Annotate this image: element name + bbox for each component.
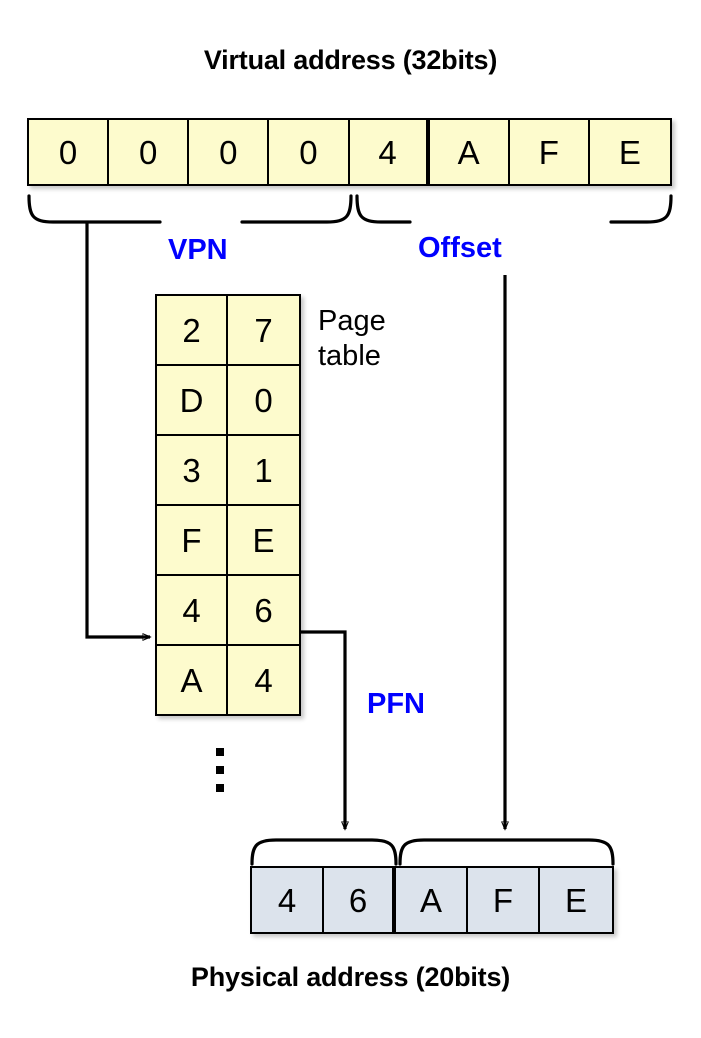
offset-brace-icon	[355, 194, 673, 224]
page-table-row-selected: 4 6	[157, 576, 299, 646]
virtual-address-cell-6: F	[509, 120, 590, 184]
page-table: 2 7 D 0 3 1 F E 4 6 A 4	[155, 294, 301, 716]
virtual-address-cell-2: 0	[189, 120, 270, 184]
physical-address-cell-2: A	[396, 868, 468, 932]
vpn-label: VPN	[168, 234, 228, 266]
page-table-cell-5-0: A	[157, 646, 228, 714]
virtual-address-row: 0 0 0 0 4 A F E	[27, 118, 672, 186]
physical-address-title: Physical address (20bits)	[190, 962, 511, 992]
page-table-cell-0-1: 7	[228, 296, 299, 364]
vpn-brace-icon	[27, 194, 353, 224]
virtual-address-cell-4: 4	[349, 120, 430, 184]
physical-address-row: 4 6 A F E	[250, 866, 614, 934]
page-table-cell-2-1: 1	[228, 436, 299, 504]
physical-pfn-brace-icon	[250, 838, 398, 866]
page-table-row: 3 1	[157, 436, 299, 506]
page-table-row: D 0	[157, 366, 299, 436]
page-table-row: F E	[157, 506, 299, 576]
page-table-row: 2 7	[157, 296, 299, 366]
offset-label: Offset	[418, 232, 502, 264]
virtual-address-cell-0: 0	[29, 120, 110, 184]
page-table-cell-1-1: 0	[228, 366, 299, 434]
pfn-arrow	[301, 630, 345, 829]
pfn-label: PFN	[367, 688, 425, 720]
page-table-row: A 4	[157, 646, 299, 714]
physical-offset-brace-icon	[398, 838, 615, 866]
virtual-address-cell-5: A	[429, 120, 510, 184]
page-table-caption-line2: table	[318, 340, 381, 373]
page-table-caption: Page table	[318, 304, 386, 375]
page-table-cell-4-1: 6	[228, 576, 299, 644]
page-table-cell-0-0: 2	[157, 296, 228, 364]
virtual-address-cell-3: 0	[269, 120, 350, 184]
physical-address-cell-3: F	[468, 868, 540, 932]
physical-address-cell-0: 4	[252, 868, 324, 932]
page-table-cell-2-0: 3	[157, 436, 228, 504]
virtual-address-title: Virtual address (32bits)	[203, 45, 498, 75]
page-table-cell-3-0: F	[157, 506, 228, 574]
page-table-ellipsis-icon	[215, 748, 225, 792]
virtual-address-cell-1: 0	[109, 120, 190, 184]
page-table-cell-3-1: E	[228, 506, 299, 574]
physical-address-cell-4: E	[540, 868, 612, 932]
page-table-cell-1-0: D	[157, 366, 228, 434]
page-table-cell-4-0: 4	[157, 576, 228, 644]
virtual-address-cell-7: E	[589, 120, 670, 184]
page-table-cell-5-1: 4	[228, 646, 299, 714]
page-table-caption-line1: Page	[318, 305, 386, 337]
vpn-index-arrow	[85, 222, 150, 637]
physical-address-cell-1: 6	[324, 868, 396, 932]
